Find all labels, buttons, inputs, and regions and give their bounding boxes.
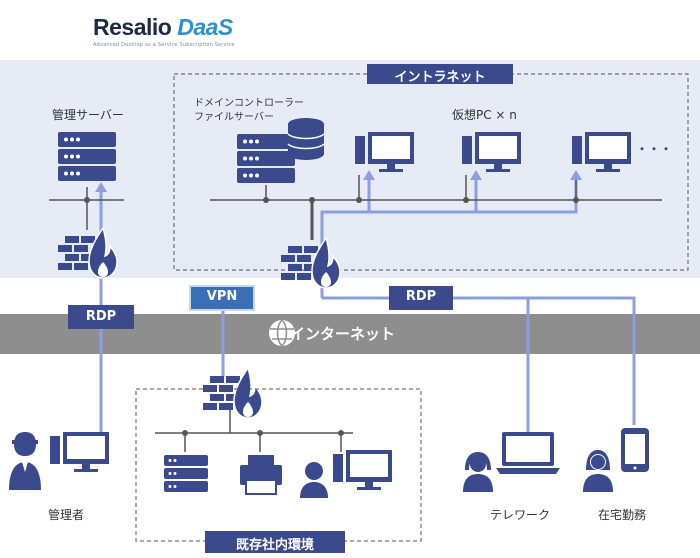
virtual-pc-label: 仮想PC × n [452,108,517,122]
file-server-label: ファイルサーバー [194,112,274,123]
telework-label: テレワーク [490,508,551,522]
database-icon [287,118,325,160]
vpn-label: VPN [206,289,238,304]
office-badge [205,531,345,553]
internet-label: インターネット [290,325,396,343]
rdp-label-left: RDP [85,309,117,324]
intranet-label: イントラネット [394,70,486,85]
domain-controller-label: ドメインコントローラー [194,98,304,109]
lan-nodes [84,197,579,436]
management-server-label: 管理サーバー [52,108,124,122]
office-server-icon [164,455,208,492]
arrowheads [95,170,582,192]
rdp-label-right: RDP [405,289,437,304]
rdp-tag-left [68,305,134,329]
remote-work-label: 在宅勤務 [598,508,647,522]
intranet-boundary [173,73,689,271]
intranet-badge [367,64,513,84]
vpn-tag [189,285,255,311]
logo-brand: Resalio [93,14,178,40]
resalio-daas-logo: Resalio DaaS Advanced Desktop as a Servi… [93,14,235,48]
globe-icon [269,319,295,347]
admin-person-icon [9,432,41,490]
admin-pc-icon [50,432,109,472]
laptop-icon [496,432,560,474]
smartphone-icon [621,428,649,472]
more-pcs-ellipsis: ・・・ [636,142,673,156]
telework-person-icon [463,452,493,492]
rdp-tag-right [389,286,453,310]
office-pc-icon [333,450,392,490]
domain-controller-server-icon [237,134,295,183]
management-server-icon [58,132,116,181]
office-boundary [135,388,422,542]
firewall-icon [202,367,263,419]
remote-worker-person-icon [583,450,613,492]
admin-label: 管理者 [48,508,85,522]
logo-accent: DaaS [177,14,233,40]
existing-office-label: 既存社内環境 [235,538,314,553]
printer-icon [240,455,282,495]
datacenter-zone [0,60,700,278]
office-user-icon [300,462,328,498]
logo-tagline: Advanced Desktop as a Service Subscripti… [93,42,235,48]
